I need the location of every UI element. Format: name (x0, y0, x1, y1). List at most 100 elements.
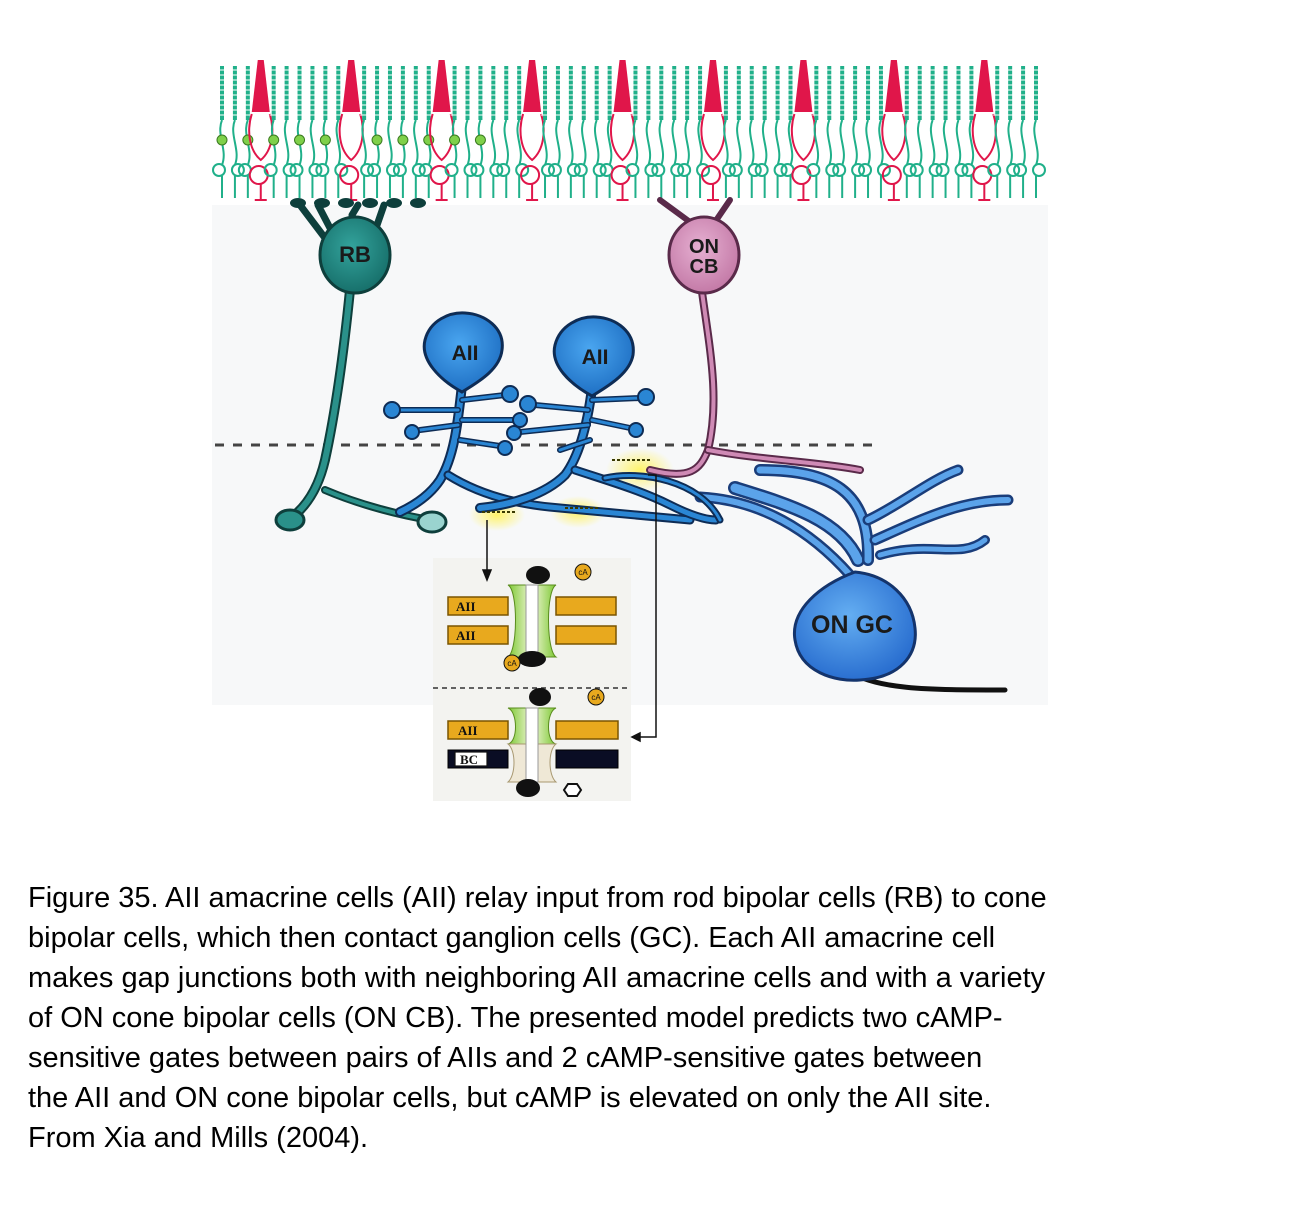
membrane-label-aii: AII (458, 723, 478, 738)
caption-line: sensitive gates between pairs of AIIs an… (28, 1042, 983, 1074)
inset-lower-gap-junction: cA AII BC (447, 688, 619, 797)
gate-blocker-bc (516, 779, 540, 797)
rod-photoreceptor (1013, 66, 1028, 198)
caption-line: From Xia and Mills (2004). (28, 1122, 369, 1154)
cone-photoreceptor (700, 60, 726, 201)
gate-blocker-top (526, 566, 550, 584)
rod-photoreceptor (463, 66, 478, 198)
cone-photoreceptor (338, 60, 364, 201)
membrane-aii-bottom-right (555, 625, 617, 645)
retina-circuit-diagram: RB ON CB (212, 60, 1048, 801)
membrane-aii-bottom-left (447, 625, 509, 645)
rod-photoreceptor (470, 66, 486, 198)
rb-terminal-left (274, 508, 306, 532)
rod-photoreceptor (566, 66, 581, 198)
rod-photoreceptor (670, 66, 685, 198)
rod-photoreceptor (928, 66, 943, 198)
cone-photoreceptor (790, 60, 816, 201)
rod-photoreceptor (987, 66, 1002, 198)
gate-blocker-aii (529, 688, 551, 706)
rod-photoreceptor (935, 66, 950, 198)
camp-marker-aii (587, 688, 605, 706)
rod-photoreceptor (289, 66, 306, 198)
aii-label-right: AII (582, 346, 609, 369)
rod-photoreceptor (747, 66, 762, 198)
rod-photoreceptor (599, 66, 614, 198)
membrane-label-bc: BC (460, 752, 478, 767)
rod-photoreceptor (496, 66, 511, 198)
callout-arrows (481, 474, 657, 743)
rod-photoreceptor (954, 66, 969, 198)
membrane-label-aii-bottom: AII (456, 628, 476, 643)
rod-photoreceptor (696, 66, 711, 198)
rod-photoreceptor (411, 66, 426, 198)
rod-photoreceptor (851, 66, 866, 198)
membrane-aii-left (447, 720, 509, 740)
rod-photoreceptor (832, 66, 847, 198)
rod-photoreceptor (385, 66, 400, 198)
figure-caption: Figure 35. AII amacrine cells (AII) rela… (28, 878, 1298, 1158)
caption-line: of ON cone bipolar cells (ON CB). The pr… (28, 1002, 1003, 1034)
rod-photoreceptor (1006, 66, 1021, 198)
rod-photoreceptor (315, 66, 331, 198)
empty-camp-site (562, 783, 583, 797)
rod-photoreceptor (721, 66, 736, 198)
rod-photoreceptor (754, 66, 769, 198)
on-cb-soma (667, 215, 741, 295)
rod-photoreceptor (367, 66, 383, 198)
gap-junction-markers (482, 459, 652, 513)
rod-photoreceptor (334, 66, 349, 198)
rod-photoreceptor (392, 66, 409, 198)
on-cb-label-top: ON (689, 236, 719, 258)
rod-photoreceptor (902, 66, 917, 198)
camp-label-aii: cA (591, 693, 601, 702)
camp-marker-bottom (503, 654, 521, 672)
rod-photoreceptor (515, 66, 530, 198)
rod-photoreceptor (444, 66, 461, 198)
cone-photoreceptor (248, 60, 274, 201)
inset-upper-gap-junction: cA cA AII AII (447, 563, 617, 672)
rod-photoreceptor (651, 66, 666, 198)
rod-photoreceptor (677, 66, 692, 198)
rod-photoreceptor (1032, 66, 1046, 198)
rod-photoreceptor (263, 66, 280, 198)
rod-photoreceptor (876, 66, 891, 198)
rod-photoreceptor (212, 66, 228, 198)
rod-photoreceptor (858, 66, 873, 198)
rod-photoreceptor (230, 66, 245, 198)
gate-blocker-bottom (518, 651, 546, 667)
caption-line: Figure 35. AII amacrine cells (AII) rela… (28, 882, 1047, 914)
rod-photoreceptor (308, 66, 323, 198)
rod-photoreceptor (541, 66, 556, 198)
on-cb-label-bottom: CB (690, 256, 719, 278)
rod-photoreceptor (282, 66, 297, 198)
rod-photoreceptor (489, 66, 504, 198)
rb-terminal-right (416, 510, 448, 534)
rod-photoreceptor (360, 66, 375, 198)
camp-marker-top (574, 563, 592, 581)
rod-photoreceptor (592, 66, 607, 198)
camp-label-top: cA (578, 568, 588, 577)
rod-photoreceptor (773, 66, 788, 198)
membrane-aii-right (555, 720, 619, 740)
cone-photoreceptor (610, 60, 636, 201)
rod-photoreceptor (780, 66, 795, 198)
rod-photoreceptor (625, 66, 640, 198)
membrane-label-aii-top: AII (456, 599, 476, 614)
rod-photoreceptor (573, 66, 588, 198)
rod-photoreceptor (728, 66, 743, 198)
caption-line: makes gap junctions both with neighborin… (28, 962, 1046, 994)
rod-photoreceptor (961, 66, 976, 198)
aii-label-left: AII (452, 342, 479, 365)
rod-photoreceptor (547, 66, 562, 198)
membrane-aii-top-right (555, 596, 617, 616)
aii-dendrite-knobs (383, 385, 655, 456)
cone-photoreceptor (519, 60, 545, 201)
aii-amacrine-cells-dendrites (395, 380, 724, 525)
rb-label: RB (339, 242, 371, 267)
cone-photoreceptor (429, 60, 455, 201)
on-gc-label: ON GC (811, 611, 893, 639)
cone-photoreceptor (881, 60, 907, 201)
caption-line: bipolar cells, which then contact gangli… (28, 922, 996, 954)
cone-photoreceptor (971, 60, 997, 201)
